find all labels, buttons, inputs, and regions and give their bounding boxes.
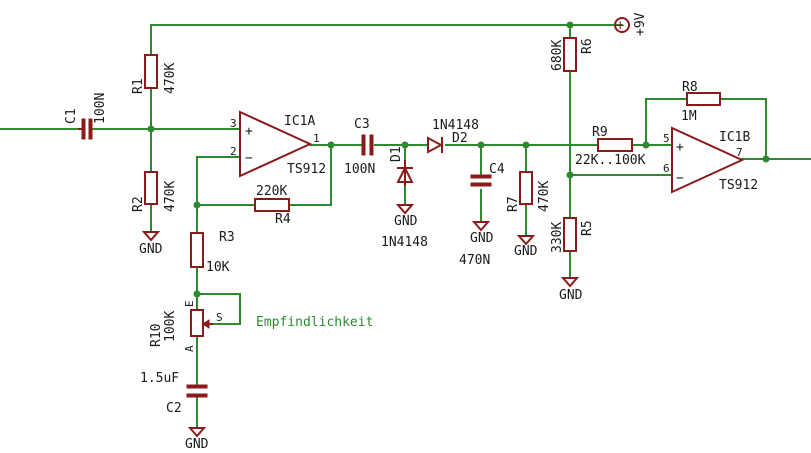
ic1a-pin1: 1 (313, 132, 320, 145)
ic1a-pin3: 3 (230, 117, 237, 130)
resistor-r6: 680K R6 (550, 37, 595, 72)
gnd-c4: GND (470, 221, 494, 246)
ic1b-minus: − (676, 171, 684, 186)
r6-value: 680K (550, 40, 565, 71)
ic1b-value: TS912 (719, 178, 758, 193)
resistor-r9: R9 22K..100K (575, 125, 646, 168)
c1-name: C1 (64, 108, 79, 124)
r5-value: 330K (550, 222, 565, 253)
gnd-c4-label: GND (470, 231, 494, 246)
r10-value: 100K (163, 311, 178, 342)
r9-name: R9 (592, 125, 608, 140)
r10-pin-e: E (183, 300, 196, 307)
c2-value: 1.5uF (140, 371, 179, 386)
gnd-r5-label: GND (559, 288, 583, 303)
capacitor-c4: C4 470N (459, 162, 505, 268)
junctions (147, 21, 770, 298)
supply-label: +9V (633, 12, 648, 36)
opamp-ic1a: + − 3 2 1 IC1A TS912 (230, 110, 326, 178)
resistor-r3: R3 10K (190, 230, 235, 275)
potentiometer-r10: E A S R10 100K (149, 300, 223, 352)
r8-name: R8 (682, 80, 698, 95)
gnd-r7-label: GND (514, 244, 538, 259)
d2-name: D2 (452, 131, 468, 146)
opamp-ic1b: + − 5 6 7 IC1B TS912 (663, 126, 758, 194)
r3-value: 10K (206, 260, 230, 275)
resistor-r5: 330K R5 (550, 217, 595, 253)
gnd-r7: GND (514, 235, 538, 259)
r5-name: R5 (580, 220, 595, 236)
capacitor-c3: C3 100N (344, 117, 375, 177)
r6-name: R6 (580, 38, 595, 54)
net-label-empfindlichkeit: Empfindlichkeit (256, 315, 373, 330)
r7-value: 470K (537, 181, 552, 212)
r10-pin-s: S (216, 311, 223, 324)
ic1a-minus: − (245, 151, 253, 166)
r4-name: R4 (275, 212, 291, 227)
r10-pin-a: A (183, 345, 196, 352)
resistor-r1: R1 470K (131, 54, 178, 94)
r4-value: 220K (256, 184, 287, 199)
diode-d2: 1N4148 D2 (427, 118, 479, 154)
ic1a-name: IC1A (284, 114, 315, 129)
resistor-r8: R8 1M (681, 80, 721, 124)
ic1a-plus: + (245, 124, 253, 139)
supply-plus: + (616, 18, 624, 34)
r8-value: 1M (681, 109, 697, 124)
c4-value: 470N (459, 253, 490, 268)
capacitor-c2: 1.5uF C2 (140, 371, 208, 416)
ic1a-value: TS912 (287, 162, 326, 177)
gnd-r5: GND (559, 277, 583, 303)
r9-value: 22K..100K (575, 153, 646, 168)
resistor-r2: R2 470K (131, 171, 178, 212)
ic1b-pin5: 5 (663, 132, 670, 145)
gnd-d1-label: GND (394, 214, 418, 229)
ic1a-pin2: 2 (230, 145, 237, 158)
r7-name: R7 (506, 196, 521, 212)
c2-name: C2 (166, 401, 182, 416)
resistor-r7: R7 470K (506, 171, 552, 212)
d1-name: D1 (389, 146, 404, 162)
c3-value: 100N (344, 162, 375, 177)
c4-name: C4 (489, 162, 505, 177)
ic1b-name: IC1B (719, 130, 750, 145)
r3-name: R3 (219, 230, 235, 245)
ic1b-pin7: 7 (736, 146, 743, 159)
gnd-r2-label: GND (139, 242, 163, 257)
capacitor-c1: C1 100N (64, 93, 108, 140)
r1-value: 470K (163, 63, 178, 94)
r1-name: R1 (131, 78, 146, 94)
c3-name: C3 (354, 117, 370, 132)
gnd-r2: GND (139, 231, 163, 257)
r2-value: 470K (163, 181, 178, 212)
r2-name: R2 (131, 196, 146, 212)
gnd-d1: GND (394, 204, 418, 229)
c1-value: 100N (93, 93, 108, 124)
ic1b-plus: + (676, 140, 684, 155)
supply-symbol: + +9V (614, 12, 648, 36)
gnd-c2: GND (185, 427, 209, 452)
resistor-r4: 220K R4 (254, 184, 291, 227)
ic1b-pin6: 6 (663, 162, 670, 175)
diode-d1: D1 1N4148 (381, 146, 428, 250)
gnd-c2-label: GND (185, 437, 209, 452)
d1-value: 1N4148 (381, 235, 428, 250)
r10-name: R10 (149, 324, 164, 347)
d2-value: 1N4148 (432, 118, 479, 133)
